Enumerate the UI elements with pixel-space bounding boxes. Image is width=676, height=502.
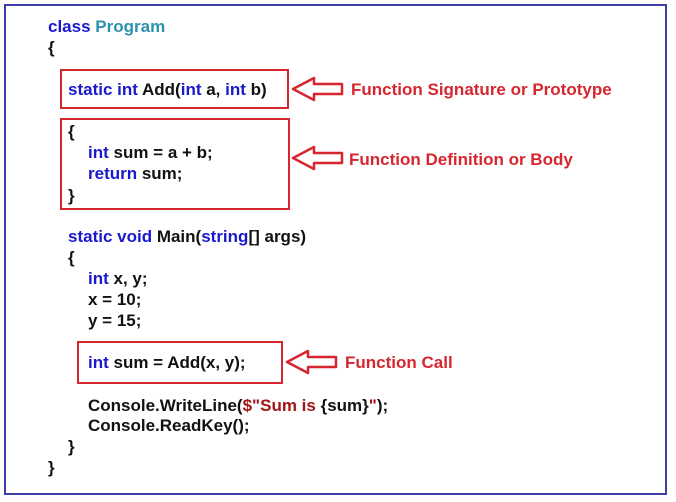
int-keyword: int: [88, 269, 109, 288]
main-open-brace: {: [68, 248, 75, 267]
function-signature: static int Add(int a, int b): [68, 80, 267, 100]
add-name: Add(: [137, 80, 181, 99]
call-box: [77, 341, 283, 384]
interpolation: {sum}: [320, 396, 369, 415]
console-readkey-line: Console.ReadKey();: [88, 416, 250, 435]
assign-y-line: y = 15;: [88, 311, 142, 330]
param-b: b): [245, 80, 267, 99]
body-sum-line: int sum = a + b;: [88, 143, 213, 163]
class-close-brace: }: [48, 458, 55, 477]
static-int-keyword: static int: [68, 80, 138, 99]
assign-x-line: x = 10;: [88, 290, 142, 309]
declare-xy: x, y;: [108, 269, 148, 288]
body-return-line: return sum;: [88, 164, 182, 184]
body-box: [60, 118, 290, 210]
main-name: Main(: [152, 227, 202, 246]
main-signature: static void Main(string[] args): [68, 227, 306, 247]
body-close-brace: }: [68, 186, 75, 205]
console-writeline-end: );: [376, 396, 389, 415]
int-keyword: int: [88, 143, 109, 162]
signature-box: [60, 69, 289, 109]
int-keyword: int: [225, 80, 246, 99]
param-a: a,: [201, 80, 226, 99]
function-call-line: int sum = Add(x, y);: [88, 353, 246, 373]
arrow-left-icon: [291, 76, 344, 102]
declare-xy-line: int x, y;: [88, 269, 148, 289]
int-keyword: int: [88, 353, 109, 372]
return-keyword: return: [88, 164, 138, 183]
return-value: sum;: [137, 164, 183, 183]
int-keyword: int: [180, 80, 202, 99]
class-open-brace: {: [48, 38, 55, 57]
body-open-brace: {: [68, 122, 75, 141]
main-close-brace: }: [68, 437, 75, 456]
annotation-call: Function Call: [345, 353, 453, 372]
console-writeline: Console.WriteLine(: [88, 396, 243, 415]
arrow-left-icon: [285, 349, 338, 375]
call-expression: sum = Add(x, y);: [108, 353, 246, 372]
sum-expression: sum = a + b;: [108, 143, 213, 162]
annotation-definition: Function Definition or Body: [349, 150, 573, 169]
string-keyword: string: [201, 227, 249, 246]
string-literal: $"Sum is: [242, 396, 321, 415]
main-args: [] args): [248, 227, 307, 246]
arrow-left-icon: [291, 145, 344, 171]
string-literal-end: ": [368, 396, 377, 415]
class-keyword: class: [48, 17, 91, 36]
annotation-signature: Function Signature or Prototype: [351, 80, 612, 99]
static-void-keyword: static void: [68, 227, 153, 246]
class-declaration: class Program: [48, 17, 165, 37]
outer-frame: [4, 4, 667, 495]
console-writeline-line: Console.WriteLine($"Sum is {sum}");: [88, 396, 388, 416]
class-name: Program: [95, 17, 166, 36]
